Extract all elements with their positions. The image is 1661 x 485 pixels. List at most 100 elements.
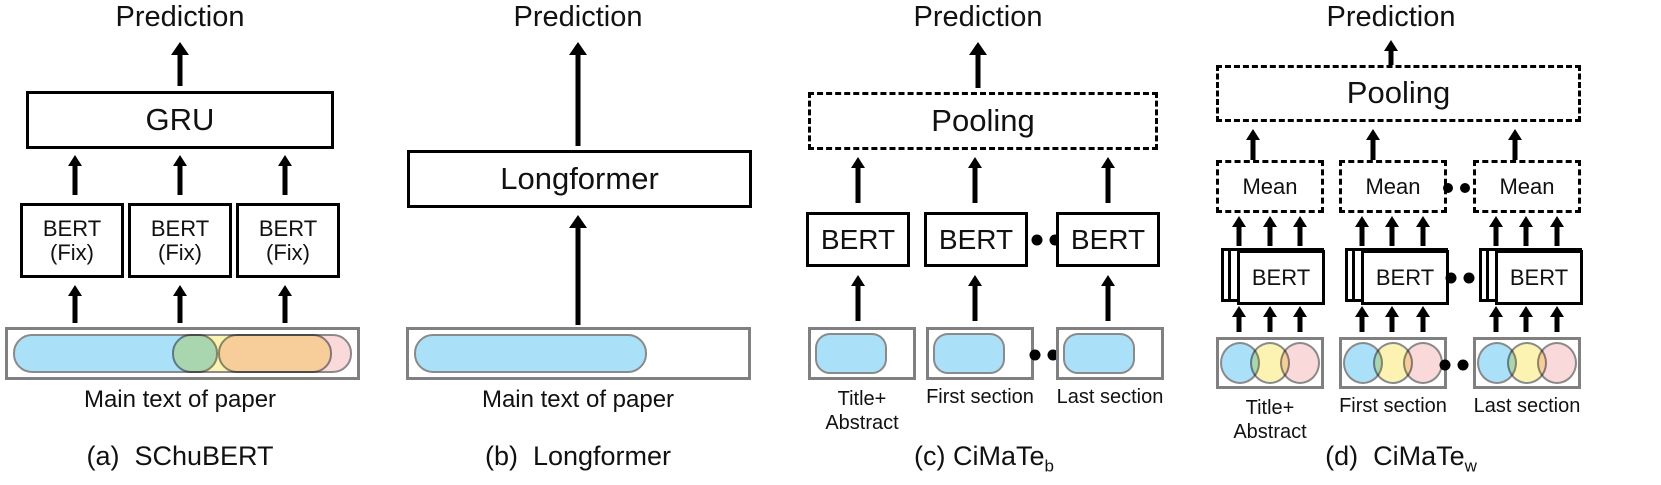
arrow-token2-to-mean1 bbox=[1262, 216, 1278, 246]
bert-label-2: BERT bbox=[150, 216, 210, 242]
caption-d-name: CiMaTe bbox=[1373, 441, 1465, 471]
arrow-gru-to-prediction bbox=[170, 42, 190, 86]
segment-pill-pink-a bbox=[218, 334, 352, 373]
arrow-bert3-to-gru bbox=[276, 155, 294, 195]
mean-box-d-1: Mean bbox=[1216, 160, 1324, 213]
arrow-section1-to-bert-c bbox=[849, 275, 867, 321]
arrow-seg2-to-bert-d1 bbox=[1262, 306, 1278, 332]
segment-pill-blue-b bbox=[414, 334, 647, 373]
arrow-token1-to-mean3 bbox=[1488, 216, 1504, 246]
arrow-seg1-to-bert-d1 bbox=[1231, 306, 1247, 332]
bert-box-d-1: BERT bbox=[1237, 250, 1325, 305]
section-label-d-1: Title+ Abstract bbox=[1233, 396, 1306, 444]
section-label-c-1: Title+ Abstract bbox=[825, 387, 898, 435]
caption-d-index: (d) bbox=[1325, 441, 1359, 471]
word-pill-pink-d1 bbox=[1280, 342, 1320, 384]
bert-label-3: BERT bbox=[258, 216, 318, 242]
bert-fix-label-2: (Fix) bbox=[158, 239, 202, 265]
main-text-label-b: Main text of paper bbox=[481, 386, 675, 413]
arrow-seg3-to-bert-d2 bbox=[1415, 306, 1431, 332]
bert-box-c-3: BERT bbox=[1056, 212, 1160, 267]
caption-a: (a) SChuBERT bbox=[86, 443, 273, 470]
arrow-bert1-to-pooling-c bbox=[849, 157, 867, 203]
arrow-longformer-to-prediction bbox=[568, 42, 588, 146]
prediction-label: Prediction bbox=[1326, 1, 1456, 33]
bert-fix-box-2: BERT (Fix) bbox=[128, 203, 232, 278]
bert-label-c-3: BERT bbox=[1070, 223, 1146, 255]
caption-d: (d) CiMaTew bbox=[1325, 441, 1477, 476]
mean-box-d-2: Mean bbox=[1339, 160, 1447, 213]
bert-label-c-1: BERT bbox=[820, 223, 896, 255]
arrow-mean3-to-pooling bbox=[1506, 129, 1524, 162]
mean-label-d-3: Mean bbox=[1499, 173, 1555, 199]
gru-label: GRU bbox=[145, 101, 215, 137]
arrow-seg3-to-bert-d3 bbox=[1549, 306, 1565, 332]
bert-fix-label-3: (Fix) bbox=[266, 239, 310, 265]
bert-fix-label-1: (Fix) bbox=[50, 239, 94, 265]
bert-fix-box-3: BERT (Fix) bbox=[236, 203, 340, 278]
arrow-seg1-to-bert-d3 bbox=[1488, 306, 1504, 332]
arrow-mean1-to-pooling bbox=[1244, 129, 1262, 162]
arrow-text-to-bert3 bbox=[276, 285, 294, 323]
section-label-d-3: Last section bbox=[1473, 395, 1581, 417]
caption-a-name: SChuBERT bbox=[134, 441, 274, 471]
longformer-box: Longformer bbox=[407, 150, 752, 208]
arrow-bert1-to-gru bbox=[66, 155, 84, 195]
bert-box-d-2: BERT bbox=[1361, 250, 1449, 305]
arrow-token1-to-mean1 bbox=[1231, 216, 1247, 246]
word-pill-pink-d2 bbox=[1403, 342, 1443, 384]
bert-box-d-3: BERT bbox=[1495, 250, 1583, 305]
caption-b: (b) Longformer bbox=[485, 443, 671, 470]
arrow-token3-to-mean3 bbox=[1549, 216, 1565, 246]
caption-b-name: Longformer bbox=[532, 441, 672, 471]
longformer-label: Longformer bbox=[500, 160, 659, 196]
title-abstract-line2: Abstract bbox=[825, 412, 899, 434]
arrow-seg2-to-bert-d2 bbox=[1384, 306, 1400, 332]
arrow-seg1-to-bert-d2 bbox=[1354, 306, 1370, 332]
section-pill-c-3 bbox=[1063, 333, 1135, 374]
prediction-label: Prediction bbox=[115, 1, 245, 33]
caption-c-sub: b bbox=[1044, 456, 1054, 476]
pooling-box-c: Pooling bbox=[808, 92, 1158, 150]
bert-box-c-2: BERT bbox=[924, 212, 1028, 267]
panel-b-longformer: Prediction Longformer Main text of paper… bbox=[390, 0, 770, 485]
arrow-token2-to-mean3 bbox=[1518, 216, 1534, 246]
mean-label-d-1: Mean bbox=[1242, 173, 1298, 199]
arrow-text-to-bert2 bbox=[171, 285, 189, 323]
arrow-token3-to-mean2 bbox=[1415, 216, 1431, 246]
pooling-label-c: Pooling bbox=[931, 102, 1035, 138]
section-label-c-2: First section bbox=[926, 386, 1034, 408]
arrow-token3-to-mean1 bbox=[1292, 216, 1308, 246]
bert-label-c-2: BERT bbox=[938, 223, 1014, 255]
mean-label-d-2: Mean bbox=[1365, 173, 1421, 199]
section-label-c-3: Last section bbox=[1056, 386, 1164, 408]
arrow-text-to-longformer bbox=[568, 215, 588, 325]
mean-box-d-3: Mean bbox=[1473, 160, 1581, 213]
panel-a-schubert: Prediction GRU BERT (Fix) BERT (Fix) BER… bbox=[0, 0, 380, 485]
arrow-token1-to-mean2 bbox=[1354, 216, 1370, 246]
caption-c-index: (c) bbox=[914, 441, 946, 471]
caption-d-sub: w bbox=[1464, 456, 1477, 476]
bert-label-d-3: BERT bbox=[1509, 264, 1569, 290]
arrow-token2-to-mean2 bbox=[1384, 216, 1400, 246]
title-abstract-line2: Abstract bbox=[1233, 421, 1307, 443]
arrow-pooling-to-prediction bbox=[968, 42, 988, 88]
section-label-d-2: First section bbox=[1339, 395, 1447, 417]
panel-c-cimate-b: Prediction Pooling BERT BERT BERT bbox=[790, 0, 1190, 485]
caption-a-index: (a) bbox=[86, 441, 120, 471]
gru-box: GRU bbox=[26, 91, 334, 149]
word-pill-pink-d3 bbox=[1537, 342, 1577, 384]
prediction-label: Prediction bbox=[913, 1, 1043, 33]
bert-fix-box-1: BERT (Fix) bbox=[20, 203, 124, 278]
arrow-section2-to-bert-c bbox=[966, 275, 984, 321]
caption-b-index: (b) bbox=[484, 441, 518, 471]
main-text-label-a: Main text of paper bbox=[83, 386, 277, 413]
pooling-label-d: Pooling bbox=[1346, 75, 1451, 111]
caption-c: (c) CiMaTeb bbox=[914, 441, 1054, 476]
caption-c-name: CiMaTe bbox=[953, 441, 1045, 471]
arrow-bert3-to-pooling-c bbox=[1099, 157, 1117, 203]
bert-label-d-2: BERT bbox=[1375, 264, 1435, 290]
arrow-pooling-to-prediction-d bbox=[1382, 40, 1400, 68]
arrow-text-to-bert1 bbox=[66, 285, 84, 323]
prediction-label: Prediction bbox=[513, 1, 643, 33]
